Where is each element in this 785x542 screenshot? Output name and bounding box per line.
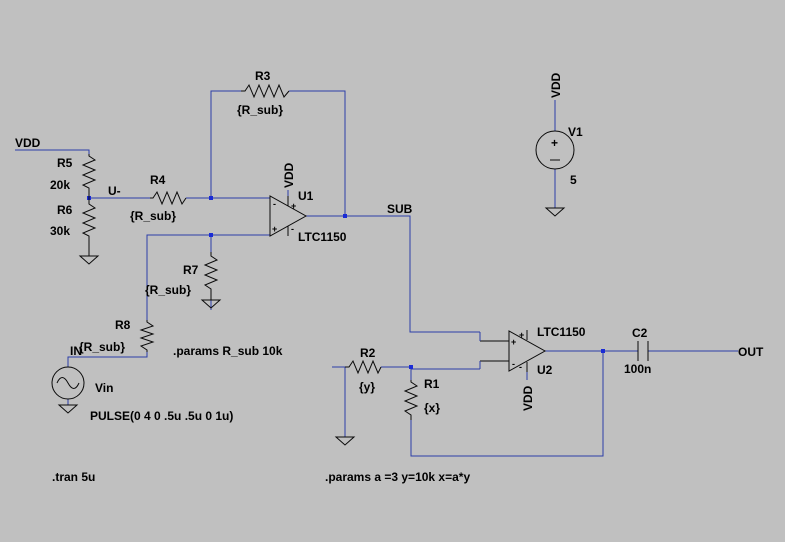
voltage-source-v1[interactable]: +	[535, 130, 575, 170]
resistor-r1[interactable]	[403, 380, 419, 420]
u1-part: LTC1150	[298, 230, 347, 244]
ground-vin	[57, 404, 79, 414]
resistor-r7[interactable]	[203, 252, 219, 292]
net-label-sub: SUB	[387, 202, 413, 216]
net-label-out: OUT	[738, 345, 764, 359]
r8-value: {R_sub}	[79, 340, 125, 354]
v1-plus-sign: +	[551, 136, 558, 150]
net-label-in: IN	[70, 344, 82, 358]
r2-value: {y}	[359, 380, 375, 394]
u1-inv-mark: -	[273, 199, 276, 209]
net-label-u-minus: U-	[108, 184, 121, 198]
voltage-source-vin[interactable]	[51, 366, 85, 400]
net-label-u1-vdd: VDD	[282, 162, 296, 188]
ground-r2	[334, 436, 356, 446]
u2-name: U2	[537, 363, 553, 377]
r1-value: {x}	[424, 401, 440, 415]
junction-r1-r2	[409, 365, 413, 369]
resistor-r3[interactable]	[241, 83, 290, 99]
u2-top-pin: +	[519, 330, 524, 340]
resistor-r6[interactable]	[81, 198, 97, 245]
ground-v1	[544, 207, 566, 217]
v1-value: 5	[570, 173, 577, 187]
r5-value: 20k	[50, 178, 70, 192]
r3-name: R3	[255, 69, 271, 83]
opamp-u2[interactable]: + - + -	[480, 330, 547, 372]
u1-plus-pin: +	[291, 201, 296, 211]
junction-u1-plus	[209, 233, 213, 237]
r6-name: R6	[57, 203, 73, 217]
net-label-u2-vdd: VDD	[521, 385, 535, 411]
u2-part: LTC1150	[537, 325, 586, 339]
r6-value: 30k	[50, 224, 70, 238]
u1-name: U1	[298, 189, 314, 203]
r7-name: R7	[183, 263, 199, 277]
r2-name: R2	[360, 346, 376, 360]
ground-r6	[78, 255, 100, 265]
directive-tran[interactable]: .tran 5u	[52, 470, 95, 484]
junction-r4-u1	[209, 196, 213, 200]
wires	[15, 90, 738, 457]
r1-name: R1	[424, 377, 440, 391]
junction-out	[601, 349, 605, 353]
directive-params-axy[interactable]: .params a =3 y=10k x=a*y	[325, 470, 470, 484]
c2-value: 100n	[624, 362, 651, 376]
u2-bottom-pin: -	[519, 362, 522, 372]
u2-minus-mark: -	[512, 359, 515, 369]
r4-name: R4	[150, 173, 166, 187]
u1-noninv-mark: +	[272, 224, 277, 234]
vin-value: PULSE(0 4 0 .5u .5u 0 1u)	[90, 409, 233, 423]
r5-name: R5	[57, 156, 73, 170]
resistor-r5[interactable]	[81, 154, 97, 198]
resistor-r8[interactable]	[139, 320, 155, 352]
ground-symbols	[57, 207, 566, 446]
resistor-r4[interactable]	[150, 190, 187, 206]
v1-name: V1	[568, 125, 583, 139]
vin-name: Vin	[95, 381, 113, 395]
junction-sub	[343, 214, 347, 218]
opamp-u1[interactable]: + - - +	[269, 195, 308, 237]
directive-params-rsub[interactable]: .params R_sub 10k	[173, 344, 283, 358]
capacitor-c2[interactable]	[637, 341, 649, 361]
u1-minus-pin: -	[291, 224, 294, 234]
net-label-vdd-input: VDD	[15, 136, 41, 150]
net-label-v1-vdd: VDD	[549, 72, 563, 98]
r8-name: R8	[115, 318, 131, 332]
c2-name: C2	[632, 326, 648, 340]
r4-value: {R_sub}	[130, 209, 176, 223]
u2-plus-mark: +	[511, 337, 516, 347]
r7-value: {R_sub}	[145, 283, 191, 297]
resistor-r2[interactable]	[345, 359, 382, 375]
r3-value: {R_sub}	[237, 103, 283, 117]
